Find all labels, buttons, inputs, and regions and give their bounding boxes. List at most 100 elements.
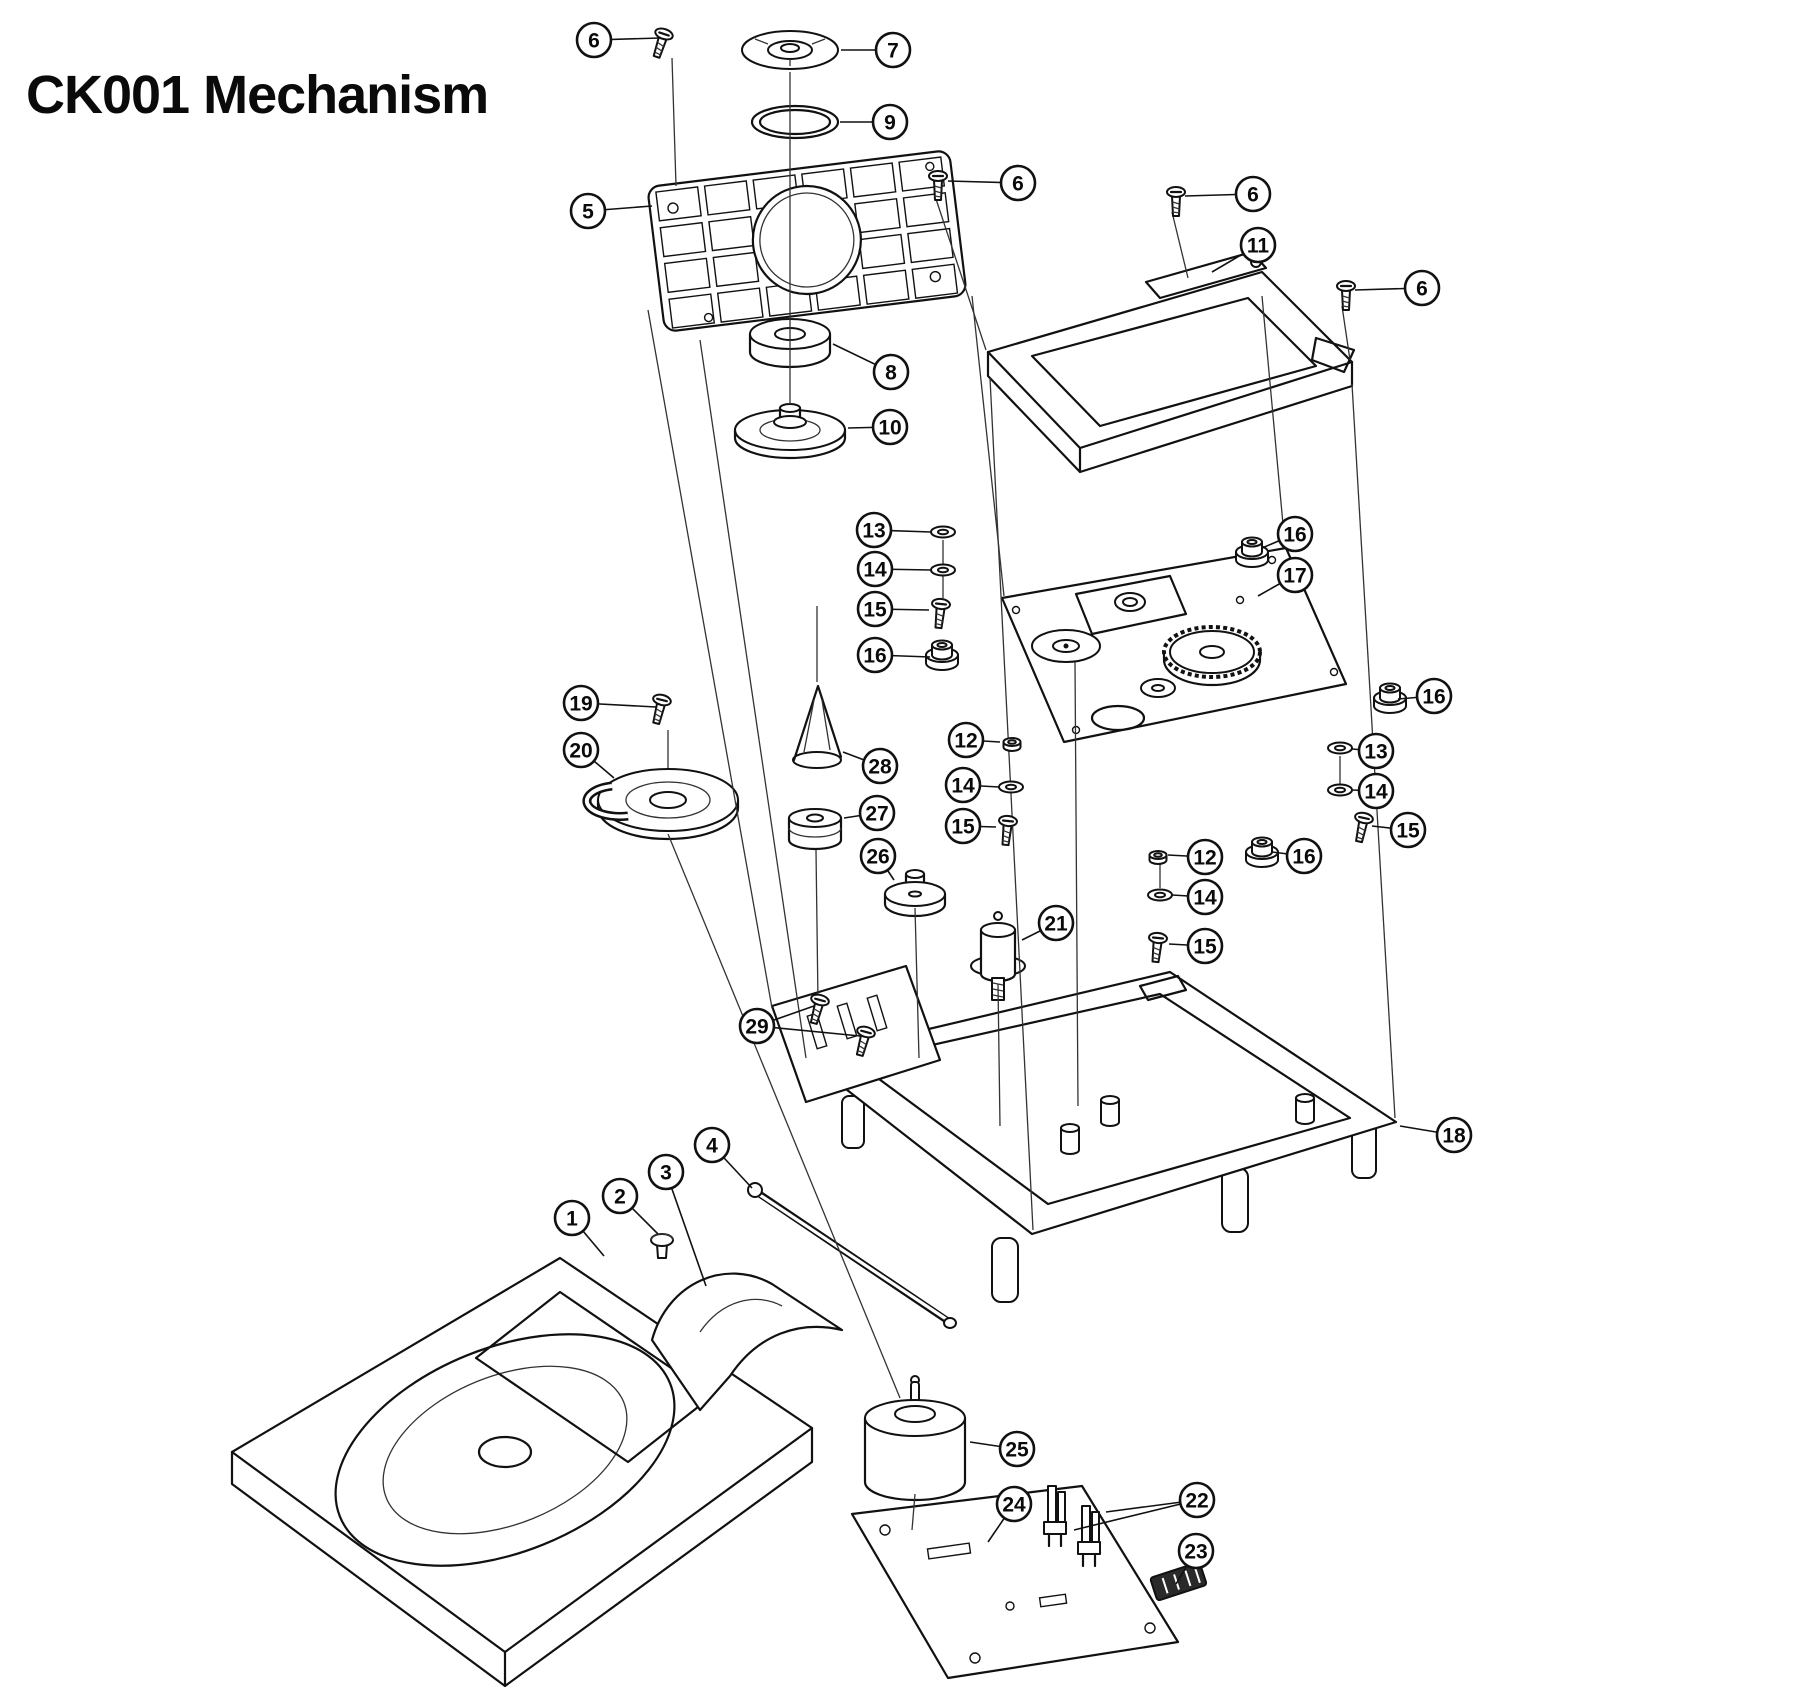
callout-number: 1: [566, 1208, 578, 1231]
callout-number: 6: [1247, 184, 1259, 207]
callout-1: 1: [553, 1199, 605, 1257]
washer-13b: [1327, 741, 1353, 755]
callout-number: 8: [885, 362, 897, 385]
callout-12: 12: [947, 721, 1001, 759]
callout-number: 21: [1044, 913, 1068, 936]
callout-number: 16: [863, 645, 886, 668]
part-leaf-switch-b: [1077, 1505, 1101, 1568]
callout-bubble: [647, 1153, 685, 1191]
washer-14b: [998, 780, 1024, 794]
washer-13a: [930, 525, 956, 539]
callout-22: 22: [1073, 1481, 1216, 1531]
callout-bubble: [1239, 226, 1277, 264]
callout-number: 28: [868, 756, 892, 779]
callout-bubble: [861, 747, 899, 785]
callout-14: 14: [1171, 878, 1224, 916]
callout-number: 4: [706, 1135, 718, 1158]
callout-bubble: [874, 31, 912, 69]
callout-bubble: [998, 1430, 1036, 1468]
screw-19: [646, 691, 674, 727]
callout-20: 20: [562, 731, 615, 779]
callout-6: 6: [575, 21, 661, 59]
callout-4: 4: [693, 1126, 753, 1189]
callout-24: 24: [987, 1485, 1033, 1543]
callout-19: 19: [562, 684, 657, 722]
callout-7: 7: [841, 31, 912, 69]
callout-16: 16: [1397, 677, 1453, 715]
callout-bubble: [1186, 927, 1224, 965]
part-spindle-motor: [863, 1375, 967, 1502]
callout-6: 6: [1184, 175, 1272, 213]
callout-number: 2: [614, 1186, 626, 1209]
callout-bubble: [859, 837, 897, 875]
callout-15: 15: [1371, 811, 1427, 849]
callout-bubble: [1037, 904, 1075, 942]
callout-number: 11: [1247, 235, 1270, 258]
callout-bubble: [575, 21, 613, 59]
callout-bubble: [693, 1126, 731, 1164]
screw-15c: [1349, 810, 1375, 845]
screw-6d: [1335, 279, 1357, 312]
callout-number: 25: [1005, 1439, 1029, 1462]
callout-3: 3: [647, 1153, 707, 1287]
callout-number: 17: [1283, 565, 1306, 588]
callout-number: 16: [1283, 524, 1306, 547]
callout-bubble: [1285, 837, 1323, 875]
callout-bubble: [1186, 878, 1224, 916]
callout-leader-line: [1073, 1499, 1198, 1531]
callout-bubble: [562, 684, 600, 722]
callout-number: 14: [1364, 781, 1388, 804]
callout-bubble: [872, 353, 910, 391]
callout-number: 16: [1292, 846, 1315, 869]
callout-13: 13: [1351, 732, 1395, 770]
callout-bubble: [871, 103, 909, 141]
callout-number: 6: [1416, 278, 1428, 301]
part-spring-cone: [792, 684, 843, 769]
projection-lines: [647, 57, 1396, 1531]
callout-16: 16: [1271, 837, 1323, 875]
callout-bubble: [569, 192, 607, 230]
grommet-16a: [925, 639, 959, 671]
callout-bubble: [1403, 269, 1441, 307]
diagram-title: CK001 Mechanism: [26, 65, 489, 125]
callout-number: 20: [569, 740, 592, 763]
callout-bubble: [1415, 677, 1453, 715]
callout-number: 15: [951, 816, 975, 839]
callout-number: 14: [1193, 887, 1217, 910]
callout-11: 11: [1211, 226, 1277, 273]
callout-8: 8: [832, 343, 910, 391]
callout-number: 16: [1422, 686, 1445, 709]
callout-23: 23: [1175, 1532, 1215, 1585]
callout-6: 6: [1354, 269, 1441, 307]
callout-bubble: [999, 164, 1037, 202]
callout-bubble: [1178, 1481, 1216, 1519]
screw-6a: [646, 25, 676, 61]
callout-number: 3: [660, 1162, 672, 1185]
callout-2: 2: [601, 1177, 659, 1235]
part-guide-rod: [747, 1182, 957, 1329]
part-loading-motor: [970, 911, 1026, 1001]
part-belt-pulley: [787, 808, 843, 851]
washer-14d: [1147, 888, 1173, 902]
callout-number: 7: [887, 40, 899, 63]
callout-number: 23: [1184, 1541, 1207, 1564]
callout-bubble: [553, 1199, 591, 1237]
callout-bubble: [856, 590, 894, 628]
washer-14c: [1327, 783, 1353, 797]
callout-bubble: [855, 511, 893, 549]
callout-bubble: [944, 766, 982, 804]
callout-14: 14: [1351, 772, 1395, 810]
callout-5: 5: [569, 192, 653, 230]
callout-bubble: [562, 731, 600, 769]
callout-bubble: [1186, 838, 1224, 876]
callout-bubble: [1234, 175, 1272, 213]
callout-27: 27: [843, 794, 896, 832]
callout-15: 15: [856, 590, 930, 628]
callout-number: 14: [863, 559, 887, 582]
part-clamp-frame: [986, 250, 1356, 474]
callout-16: 16: [1261, 515, 1314, 553]
part-cam-disc: [582, 768, 740, 841]
callout-number: 10: [878, 417, 901, 440]
callout-number: 18: [1442, 1125, 1466, 1148]
